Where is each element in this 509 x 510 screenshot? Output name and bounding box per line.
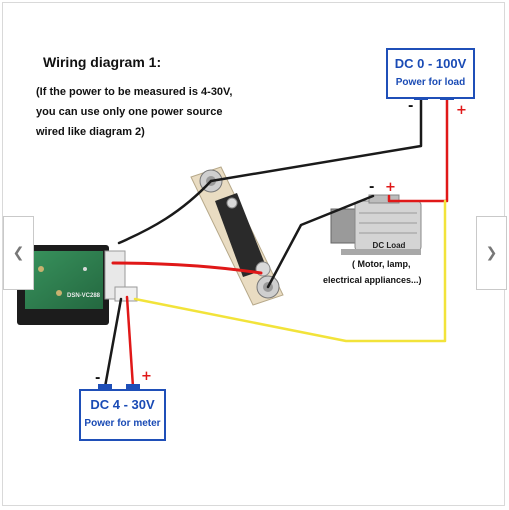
dc-load-label: DC Load: [372, 241, 406, 250]
note-line-3: wired like diagram 2): [36, 126, 145, 138]
load-supply-label: Power for load: [395, 77, 466, 88]
gallery-next-button[interactable]: ❯: [476, 216, 507, 290]
dc-load-desc-1: ( Motor, lamp,: [352, 259, 411, 269]
diagram-title: Wiring diagram 1:: [43, 54, 162, 70]
wiring-diagram: [17, 94, 454, 390]
load-pos-terminal: +: [385, 180, 396, 195]
voltmeter-device: [17, 245, 138, 325]
motor-icon: [330, 194, 422, 255]
meter-supply-label: Power for meter: [84, 418, 161, 429]
meter-supply-pos: +: [141, 369, 152, 384]
meter-model-label: DSN-VC288: [67, 293, 101, 299]
load-supply-voltage: DC 0 - 100V: [394, 56, 467, 71]
load-supply-pos: +: [456, 103, 467, 118]
chevron-left-icon: ❮: [12, 245, 25, 261]
load-power-supply-box: DC 0 - 100V Power for load: [386, 48, 475, 99]
meter-supply-neg: -: [95, 371, 101, 386]
meter-supply-voltage: DC 4 - 30V: [90, 397, 155, 412]
note-line-2: you can use only one power source: [36, 106, 223, 118]
dc-load-desc-2: electrical appliances...): [323, 275, 422, 285]
meter-power-supply-box: DC 4 - 30V Power for meter: [79, 389, 166, 441]
note-line-1: (If the power to be measured is 4-30V,: [36, 86, 233, 98]
load-supply-neg: -: [408, 99, 414, 114]
gallery-prev-button[interactable]: ❮: [3, 216, 34, 290]
image-viewer: Wiring diagram 1: (If the power to be me…: [2, 2, 505, 506]
chevron-right-icon: ❯: [485, 245, 498, 261]
wires: [98, 94, 454, 390]
load-neg-terminal: -: [369, 180, 375, 195]
